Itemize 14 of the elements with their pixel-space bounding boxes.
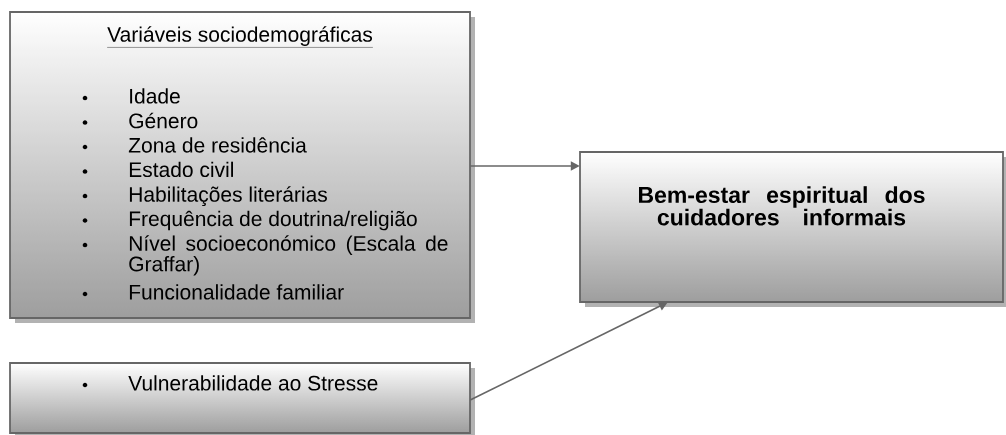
list-item: Estado civil: [129, 161, 233, 178]
text-box: [579, 151, 1006, 307]
list-item: Nível socioeconómico (Escala de Graffar): [129, 235, 448, 276]
text-box: [9, 11, 475, 323]
heading: Variáveis sociodemográficas: [106, 26, 374, 48]
title-text: Bem-estar espiritual dos cuidadores informais: [639, 186, 925, 226]
list-item: Vulnerabilidade ao Stresse: [128, 375, 378, 391]
list-item: Funcionalidade familiar: [129, 284, 344, 300]
list-item: Frequência de doutrina/religião: [129, 210, 417, 231]
list-item: Zona de residência: [128, 137, 307, 153]
list-item: Género: [129, 112, 198, 129]
list-item: Habilitações literárias: [129, 186, 327, 207]
text-box: [9, 362, 475, 435]
list-item: Idade: [130, 88, 180, 104]
